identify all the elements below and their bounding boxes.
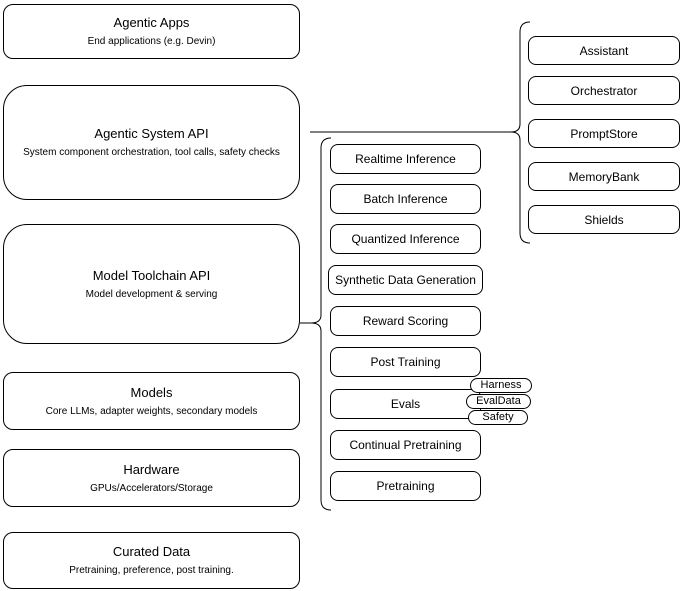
service-box-continual-pretraining: Continual Pretraining [330, 430, 481, 460]
component-box-promptstore: PromptStore [528, 119, 680, 148]
service-label: Post Training [370, 355, 441, 369]
models-subtitle: Core LLMs, adapter weights, secondary mo… [45, 405, 258, 417]
component-box-orchestrator: Orchestrator [528, 76, 680, 105]
component-box-memorybank: MemoryBank [528, 162, 680, 191]
curated-data-box: Curated Data Pretraining, preference, po… [3, 532, 300, 589]
hardware-title: Hardware [123, 461, 180, 477]
component-label: Orchestrator [570, 83, 638, 98]
component-box-shields: Shields [528, 205, 680, 234]
model-toolchain-api-box: Model Toolchain API Model development & … [3, 224, 300, 344]
model-toolchain-api-title: Model Toolchain API [92, 267, 211, 283]
agentic-system-api-title: Agentic System API [94, 126, 209, 141]
agentic-system-api-box: Agentic System API System component orch… [3, 85, 300, 200]
component-label: Assistant [579, 43, 629, 58]
service-label: Continual Pretraining [349, 438, 462, 452]
hardware-box: Hardware GPUs/Accelerators/Storage [3, 449, 300, 507]
agentic-apps-subtitle: End applications (e.g. Devin) [87, 36, 216, 47]
service-label: Quantized Inference [351, 232, 460, 246]
service-label: Reward Scoring [362, 314, 449, 328]
component-label: PromptStore [570, 126, 638, 141]
service-box-reward-scoring: Reward Scoring [330, 306, 481, 336]
service-box-pretraining: Pretraining [330, 471, 481, 501]
agentic-system-api-subtitle: System component orchestration, tool cal… [23, 147, 280, 158]
agentic-apps-title: Agentic Apps [113, 15, 190, 30]
eval-tag-safety: Safety [468, 410, 528, 425]
service-box-batch-inference: Batch Inference [330, 184, 481, 214]
eval-tag-harness: Harness [470, 378, 532, 393]
eval-tag-label: Harness [480, 379, 522, 391]
model-toolchain-api-subtitle: Model development & serving [85, 288, 218, 300]
service-box-realtime-inference: Realtime Inference [330, 144, 481, 174]
service-box-evals: Evals [330, 389, 481, 419]
service-label: Realtime Inference [355, 152, 456, 166]
service-box-quantized-inference: Quantized Inference [330, 224, 481, 254]
component-label: MemoryBank [568, 169, 640, 184]
system-components-brace [510, 21, 531, 244]
curated-data-subtitle: Pretraining, preference, post training. [69, 565, 234, 576]
eval-tag-label: EvalData [476, 395, 521, 407]
service-box-post-training: Post Training [330, 347, 481, 377]
component-box-assistant: Assistant [528, 36, 680, 65]
service-label: Batch Inference [363, 192, 448, 206]
service-box-synthetic-data-generation: Synthetic Data Generation [328, 265, 483, 295]
models-box: Models Core LLMs, adapter weights, secon… [3, 372, 300, 430]
eval-tag-label: Safety [482, 411, 514, 423]
eval-tag-evaldata: EvalData [466, 394, 531, 409]
agentic-apps-box: Agentic Apps End applications (e.g. Devi… [3, 4, 300, 59]
service-label: Evals [390, 397, 421, 411]
service-label: Synthetic Data Generation [335, 273, 476, 287]
hardware-subtitle: GPUs/Accelerators/Storage [90, 482, 213, 494]
curated-data-title: Curated Data [112, 544, 191, 559]
models-title: Models [130, 384, 173, 400]
toolchain-services-brace [310, 137, 332, 511]
component-label: Shields [584, 212, 624, 227]
service-label: Pretraining [376, 479, 435, 493]
